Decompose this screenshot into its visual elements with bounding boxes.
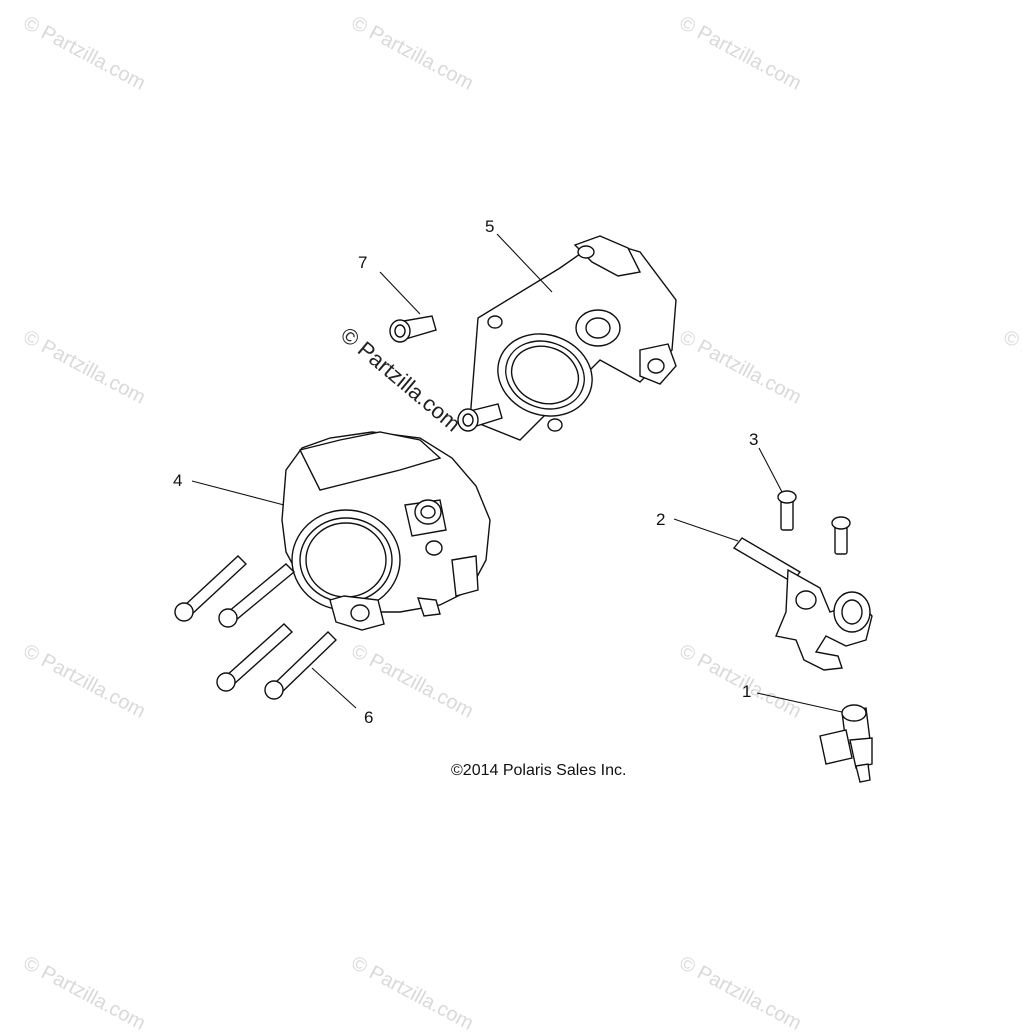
part-2-fuel-rail [732,537,873,671]
callout-6: 6 [364,708,374,727]
leader-2 [673,518,739,542]
part-6-bolt-c [216,623,294,692]
part-6-bolt-a [174,555,248,622]
callout-2: 2 [656,510,666,529]
copyright-notice: ©2014 Polaris Sales Inc. [451,762,627,779]
part-4-throttle-body [281,431,491,631]
callout-3: 3 [749,430,759,449]
part-6-bolt-b [218,563,296,628]
part-5-intake-adapter [469,235,677,441]
part-1-fuel-injector [819,704,873,783]
callout-4: 4 [173,471,183,490]
callout-7: 7 [358,253,368,272]
part-7-bolt-upper [389,315,437,343]
leader-1 [756,692,843,713]
leader-7 [379,271,421,315]
part-3-bolt-left [777,490,797,531]
leader-3 [758,447,783,493]
leader-6 [311,667,357,709]
leader-4 [191,480,285,506]
part-7-bolt-lower [457,403,503,432]
part-6-bolt-d [264,631,337,700]
callout-5: 5 [485,217,495,236]
callout-1: 1 [742,682,752,701]
part-3-bolt-right [831,516,851,555]
leader-5 [496,233,553,293]
